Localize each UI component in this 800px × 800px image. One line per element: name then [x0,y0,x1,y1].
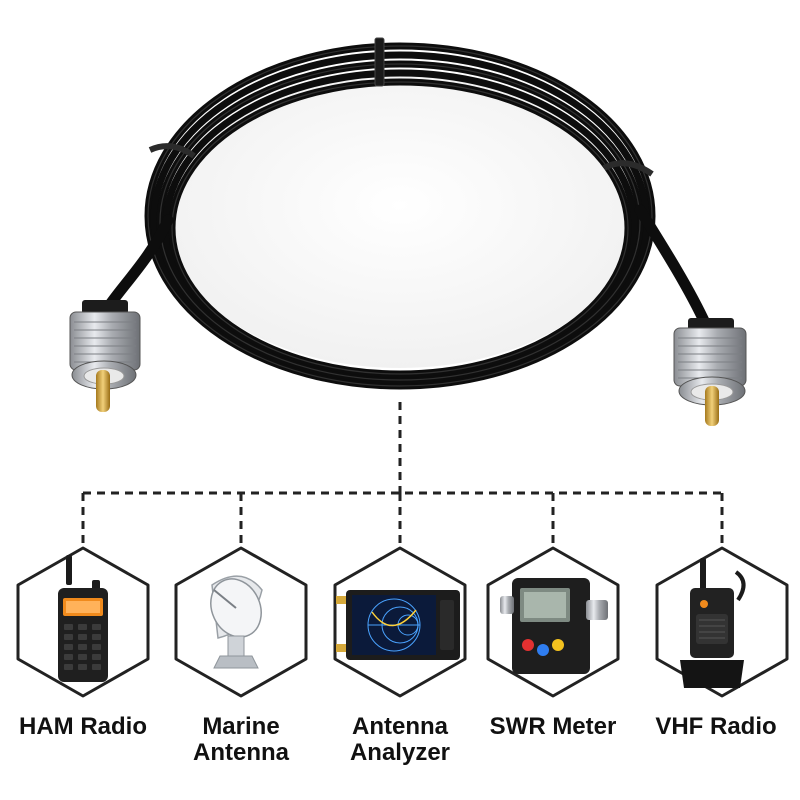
walkie-talkie-icon [58,555,108,682]
antenna-analyzer-icon [336,590,460,660]
label-vhf-radio: VHF Radio [655,713,777,740]
satellite-dish-icon [210,575,263,669]
left-pl259-connector-icon [69,300,141,412]
label-ham-radio: HAM Radio [19,713,147,740]
swr-meter-icon [500,578,608,674]
right-pl259-connector-icon [673,318,747,426]
label-marine-antenna: Marine Antenna [193,713,289,766]
coax-cable-coil [99,37,712,390]
dashed-connection-lines [81,402,724,548]
label-antenna-analyzer: Antenna Analyzer [349,713,451,766]
handheld-radio-icon [680,558,746,688]
label-swr-meter: SWR Meter [489,713,617,740]
